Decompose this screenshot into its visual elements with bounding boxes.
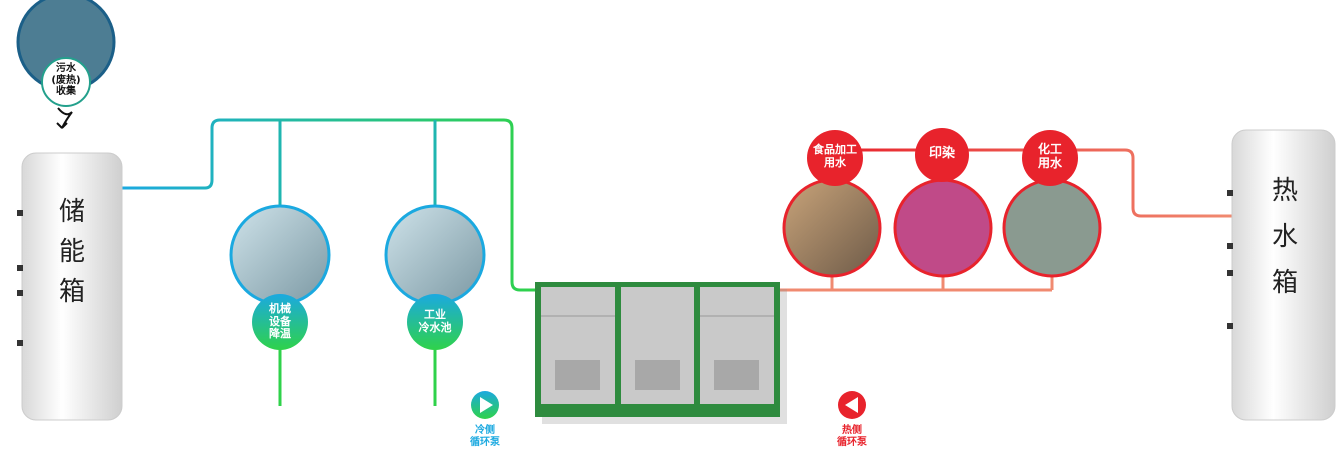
label-char: 储 — [58, 197, 85, 227]
flow-arrow-icon — [56, 107, 73, 129]
hot-load-label-1: 食品加工用水 — [800, 143, 870, 169]
hot-pump-label: 热侧循环泵 — [827, 425, 877, 448]
cold-load-label-1: 机械设备降温 — [252, 302, 308, 341]
label-line: 循环泵 — [470, 436, 500, 448]
label-char: 箱 — [1271, 268, 1298, 298]
label-line: 用水 — [1037, 155, 1062, 170]
label-line: 冷侧 — [475, 425, 495, 436]
cold-load-pictures — [229, 204, 486, 350]
label-line: 循环泵 — [837, 436, 867, 448]
label-line: 降温 — [269, 327, 291, 341]
label-line: 印染 — [928, 146, 955, 161]
label-char: 水 — [1271, 222, 1298, 252]
label-line: 用水 — [824, 155, 846, 169]
hot-pump-icon[interactable] — [838, 391, 866, 419]
label-line: 工业 — [424, 308, 446, 321]
source-picture — [16, 0, 116, 129]
label-char: 箱 — [58, 277, 85, 307]
label-line: 污水 — [56, 63, 76, 74]
label-line: 设备 — [269, 314, 291, 328]
label-line: 热侧 — [842, 425, 862, 436]
heat-pump-unit — [535, 282, 787, 424]
cold-pipes — [122, 118, 536, 408]
cold-tank-label: 储能箱 — [52, 192, 92, 312]
hot-load-pictures — [782, 128, 1102, 278]
label-line: 机械 — [269, 302, 291, 315]
cold-tank — [17, 152, 123, 421]
label-char: 能 — [58, 237, 85, 267]
hot-tank-label: 热水箱 — [1265, 168, 1305, 306]
label-line: 化工 — [1037, 142, 1062, 156]
cold-pump-icon[interactable] — [471, 391, 499, 419]
label-line: 收集 — [56, 86, 76, 97]
cold-load-label-2: 工业冷水池 — [405, 308, 465, 334]
label-line: (废热) — [51, 74, 81, 86]
hot-load-label-2: 印染 — [912, 146, 972, 162]
label-char: 热 — [1271, 176, 1298, 206]
label-line: 冷水池 — [418, 320, 452, 334]
hot-load-label-3: 化工用水 — [1020, 142, 1080, 171]
source-label: 污水(废热)收集 — [42, 63, 90, 98]
cold-pump-label: 冷侧循环泵 — [460, 425, 510, 448]
label-line: 食品加工 — [813, 143, 857, 156]
hot-tank — [1227, 129, 1336, 421]
